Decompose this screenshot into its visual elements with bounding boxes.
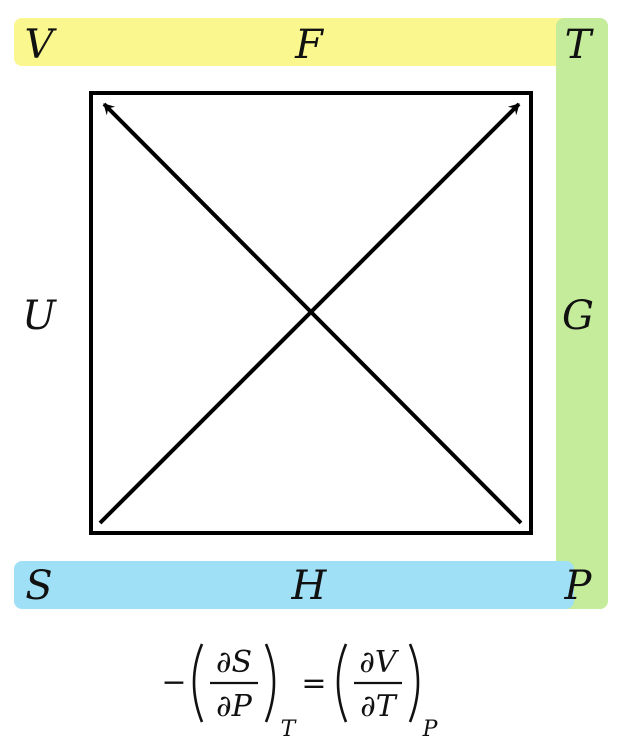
eq-rhs-subscript: P <box>422 717 439 742</box>
label-u: U <box>22 293 56 339</box>
bottom-band <box>14 561 574 609</box>
label-g: G <box>562 293 594 339</box>
arrow-p-to-v <box>102 102 523 525</box>
eq-rhs-numerator: ∂V <box>359 645 400 680</box>
eq-lhs-numerator: ∂S <box>216 645 252 680</box>
arrow-s-to-t <box>98 102 521 525</box>
eq-minus: − <box>161 665 186 700</box>
right-band <box>556 18 608 609</box>
eq-lhs-subscript: T <box>281 717 298 742</box>
eq-rhs-denominator: ∂T <box>360 689 398 724</box>
maxwell-relation: − ∂S ∂P T = ∂V ∂T P <box>161 643 439 742</box>
label-s: S <box>25 563 53 609</box>
label-t: T <box>564 22 592 68</box>
eq-lhs-denominator: ∂P <box>216 689 253 724</box>
eq-equals: = <box>301 666 326 701</box>
top-band <box>14 18 574 66</box>
label-p: P <box>564 563 592 609</box>
label-v: V <box>24 22 54 68</box>
label-f: F <box>295 22 323 68</box>
label-h: H <box>291 563 327 609</box>
